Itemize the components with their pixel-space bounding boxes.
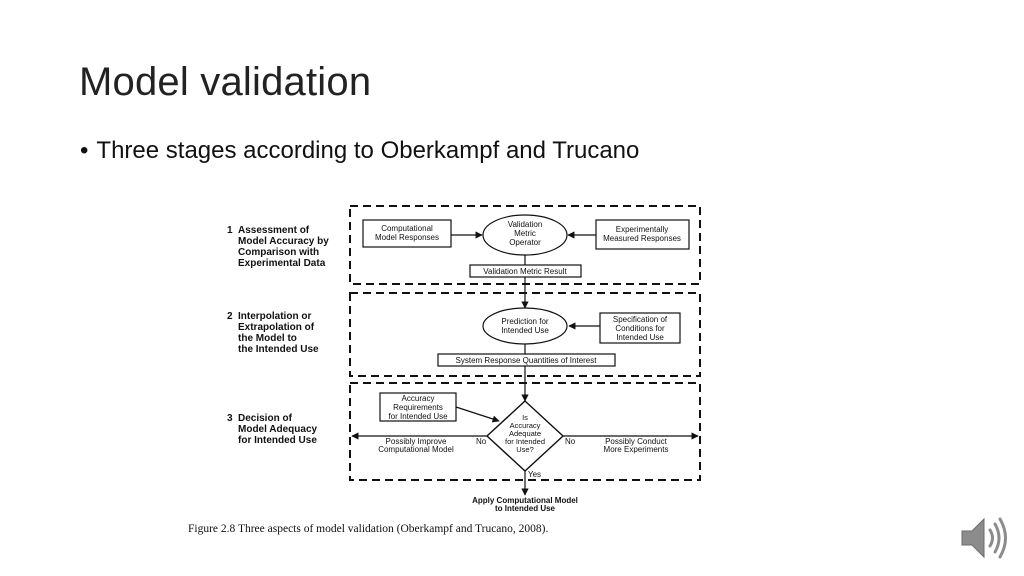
srq-text: System Response Quantities of Interest — [456, 356, 598, 365]
stage-2-label: 2 Interpolation or Extrapolation of the … — [227, 311, 319, 355]
decision-text-2: Accuracy — [510, 421, 541, 430]
decision-text-4: for Intended — [505, 437, 545, 446]
accuracy-req-text-3: for Intended Use — [388, 412, 448, 421]
no-left-label: No — [476, 437, 487, 446]
figure-caption: Figure 2.8 Three aspects of model valida… — [188, 523, 548, 535]
computational-responses-text-1: Computational — [381, 224, 433, 233]
no-right-label: No — [565, 437, 576, 446]
svg-text:Extrapolation of: Extrapolation of — [238, 322, 315, 333]
svg-text:the Intended Use: the Intended Use — [238, 344, 319, 355]
decision-text-5: Use? — [516, 445, 534, 454]
validation-operator-text-3: Operator — [509, 238, 541, 247]
stage-1-label: 1 Assessment of Model Accuracy by Compar… — [227, 225, 329, 269]
yes-label: Yes — [528, 470, 541, 479]
svg-text:Interpolation or: Interpolation or — [238, 311, 311, 322]
validation-operator-text-1: Validation — [508, 220, 543, 229]
computational-responses-box — [362, 219, 452, 248]
specification-text-1: Specification of — [613, 315, 668, 324]
prediction-text-1: Prediction for — [501, 317, 548, 326]
computational-responses-text-2: Model Responses — [375, 233, 439, 242]
stage-3-label: 3 Decision of Model Adequacy for Intende… — [227, 413, 318, 446]
svg-text:Model Accuracy by: Model Accuracy by — [238, 236, 329, 247]
apply-model-text-2: to Intended Use — [495, 504, 556, 513]
svg-text:Experimental Data: Experimental Data — [238, 258, 326, 269]
srq-box — [437, 353, 616, 367]
validation-operator-text-2: Metric — [514, 229, 536, 238]
more-experiments-text-1: Possibly Conduct — [605, 437, 668, 446]
svg-text:3: 3 — [227, 413, 233, 424]
specification-box — [599, 312, 681, 344]
svg-text:1: 1 — [227, 225, 233, 236]
svg-text:Assessment of: Assessment of — [238, 225, 310, 236]
svg-text:the Model to: the Model to — [238, 333, 297, 344]
svg-text:2: 2 — [227, 311, 233, 322]
svg-text:Model Adequacy: Model Adequacy — [238, 424, 318, 435]
experimental-responses-box — [595, 219, 690, 250]
svg-text:Decision of: Decision of — [238, 413, 293, 424]
decision-text-1: Is — [522, 413, 528, 422]
accuracy-req-text-1: Accuracy — [402, 394, 435, 403]
bullet-text: Three stages according to Oberkampf and … — [96, 137, 640, 164]
improve-model-text-2: Computational Model — [378, 445, 454, 454]
bullet-item: • Three stages according to Oberkampf and… — [80, 137, 639, 165]
speaker-icon[interactable] — [958, 513, 1010, 563]
apply-model-text-1: Apply Computational Model — [472, 496, 578, 505]
validation-result-text: Validation Metric Result — [483, 267, 567, 276]
more-experiments-text-2: More Experiments — [604, 445, 669, 454]
validation-diagram: 1 Assessment of Model Accuracy by Compar… — [188, 205, 701, 535]
specification-text-3: Intended Use — [616, 333, 664, 342]
decision-text-3: Adequate — [509, 429, 541, 438]
slide-title: Model validation — [79, 60, 372, 104]
experimental-responses-text-1: Experimentally — [616, 225, 668, 234]
svg-text:Comparison with: Comparison with — [238, 247, 319, 258]
bullet-dot: • — [80, 137, 89, 164]
accuracy-req-text-2: Requirements — [393, 403, 443, 412]
svg-text:for Intended Use: for Intended Use — [238, 435, 317, 446]
prediction-text-2: Intended Use — [501, 326, 549, 335]
improve-model-text-1: Possibly Improve — [386, 437, 447, 446]
specification-text-2: Conditions for — [615, 324, 665, 333]
experimental-responses-text-2: Measured Responses — [603, 234, 681, 243]
